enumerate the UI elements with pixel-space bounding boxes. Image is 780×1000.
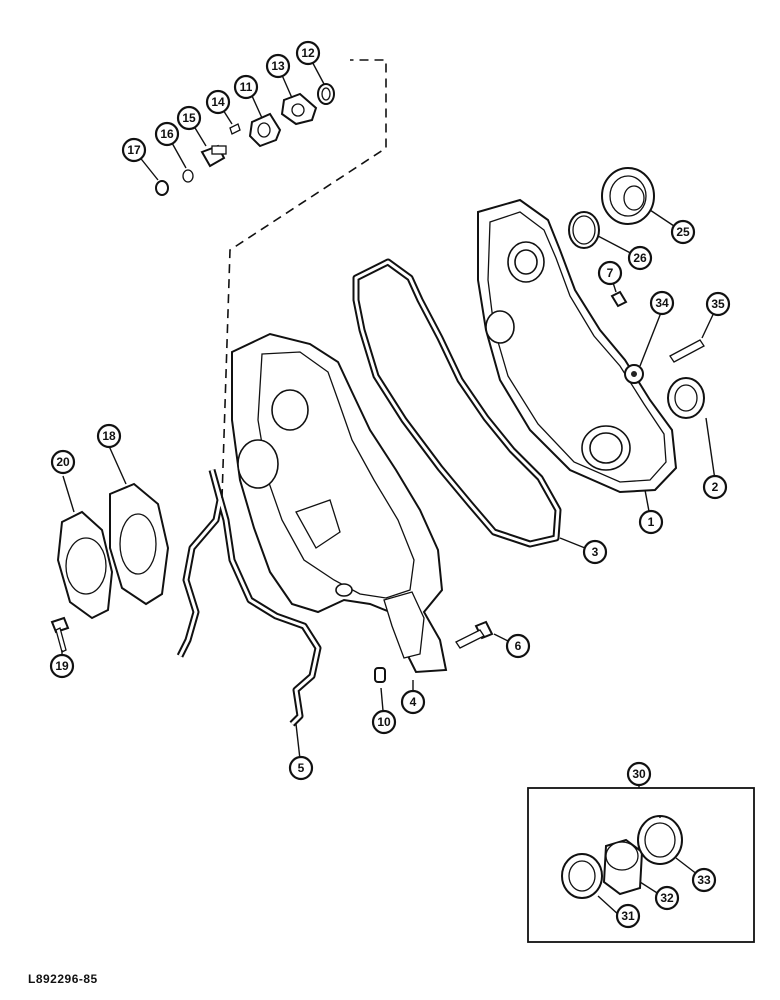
front-cover-part: [477, 198, 678, 494]
wear-ring-26-part: [568, 211, 600, 249]
callout-34: 34: [649, 290, 675, 316]
callout-25: 25: [670, 219, 696, 245]
svg-text:26: 26: [633, 251, 647, 265]
callout-32: 32: [654, 885, 680, 911]
svg-text:2: 2: [712, 480, 719, 494]
svg-text:13: 13: [271, 59, 285, 73]
cap-screw-19-part: [50, 616, 70, 653]
svg-text:4: 4: [410, 695, 417, 709]
svg-text:3: 3: [592, 545, 599, 559]
callout-1: 1: [638, 509, 664, 535]
svg-text:34: 34: [655, 296, 669, 310]
gear-housing-part: [231, 332, 448, 674]
svg-text:11: 11: [240, 80, 253, 94]
svg-text:12: 12: [301, 46, 315, 60]
callout-3: 3: [582, 539, 608, 565]
callout-16: 16: [154, 121, 180, 147]
callout-5: 5: [288, 755, 314, 781]
svg-text:17: 17: [127, 143, 141, 157]
svg-text:19: 19: [55, 659, 69, 673]
bolt-7-part: [610, 290, 628, 308]
callout-20: 20: [50, 449, 76, 475]
figure-reference-code: L892296-85: [28, 972, 98, 986]
callout-18: 18: [96, 423, 122, 449]
svg-text:33: 33: [697, 873, 711, 887]
callout-31: 31: [615, 903, 641, 929]
svg-text:35: 35: [711, 297, 725, 311]
seal-2-part: [667, 377, 705, 419]
seal-kit-inset: [527, 787, 755, 943]
stud-35-part: [669, 339, 705, 363]
callout-10: 10: [371, 709, 397, 735]
callout-13: 13: [265, 53, 291, 79]
callout-6: 6: [505, 633, 531, 659]
callout-15: 15: [176, 105, 202, 131]
callout-35: 35: [705, 291, 731, 317]
callout-4: 4: [400, 689, 426, 715]
housing-gasket-part: [176, 469, 322, 727]
svg-text:18: 18: [102, 429, 116, 443]
callout-11: 11: [233, 74, 259, 100]
svg-text:32: 32: [660, 891, 674, 905]
svg-text:20: 20: [56, 455, 70, 469]
front-cover-gasket-part: [352, 258, 562, 548]
callout-14: 14: [205, 89, 231, 115]
small-parts-group: [155, 83, 335, 196]
svg-text:31: 31: [621, 909, 635, 923]
svg-text:14: 14: [211, 95, 225, 109]
oil-seal-25-part: [601, 167, 655, 225]
callout-7: 7: [597, 260, 623, 286]
svg-text:1: 1: [648, 515, 655, 529]
svg-text:7: 7: [607, 266, 614, 280]
svg-text:25: 25: [676, 225, 690, 239]
assembly-dashed-line: [221, 59, 387, 499]
svg-text:30: 30: [632, 767, 646, 781]
callout-2: 2: [702, 474, 728, 500]
svg-text:16: 16: [160, 127, 174, 141]
svg-text:10: 10: [377, 715, 391, 729]
callout-17: 17: [121, 137, 147, 163]
callout-30: 30: [626, 761, 652, 787]
access-plate-part: [56, 510, 114, 620]
access-plate-gasket-part: [109, 482, 170, 606]
callout-26: 26: [627, 245, 653, 271]
cap-screw-6-part: [455, 620, 494, 649]
callout-19: 19: [49, 653, 75, 679]
callout-12: 12: [295, 40, 321, 66]
svg-text:15: 15: [182, 111, 196, 125]
svg-text:6: 6: [515, 639, 522, 653]
dowel-pin-part: [374, 667, 386, 683]
svg-text:5: 5: [298, 761, 305, 775]
nut-34-part: [624, 364, 644, 384]
callout-33: 33: [691, 867, 717, 893]
